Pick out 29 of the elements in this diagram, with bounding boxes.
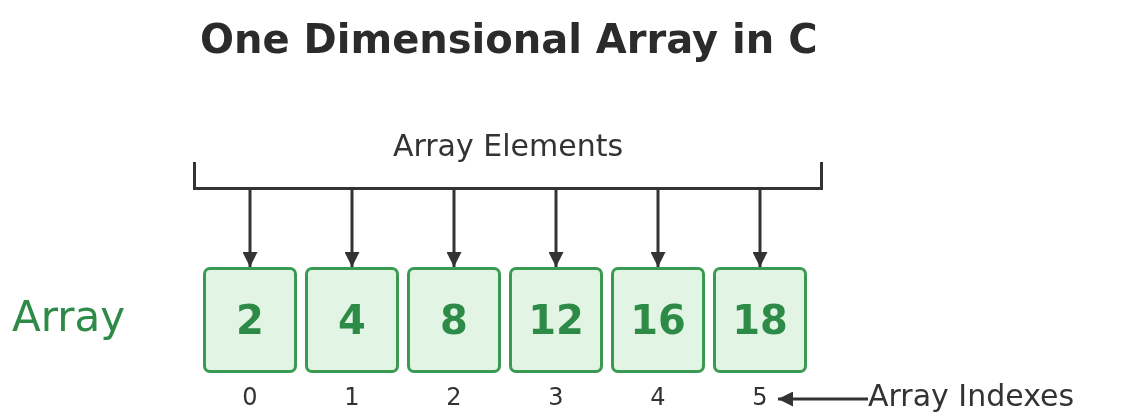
array-cell [713,267,807,373]
array-cell [407,267,501,373]
arrow [752,190,768,267]
index-number: 3 [542,383,570,411]
index-number: 5 [746,383,774,411]
index-number: 1 [338,383,366,411]
arrow [242,190,258,267]
index-number: 4 [644,383,672,411]
arrow [548,190,564,267]
array-cell [305,267,399,373]
arrow [344,190,360,267]
array-cell [203,267,297,373]
element-value: 12 [528,297,584,343]
title: One Dimensional Array in C [200,16,818,62]
arrow [778,391,868,407]
element-value: 8 [440,297,468,343]
element-value: 2 [236,297,264,343]
element-value: 16 [630,297,686,343]
element-value: 4 [338,297,366,343]
arrow [446,190,462,267]
array-cell [509,267,603,373]
array-cell [611,267,705,373]
bracket-label: Array Elements [391,128,625,163]
arrow [650,190,666,267]
element-value: 18 [732,297,788,343]
index-number: 2 [440,383,468,411]
index-number: 0 [236,383,264,411]
axis-label: Array Indexes [868,378,1133,414]
array-label: Array [12,292,126,341]
